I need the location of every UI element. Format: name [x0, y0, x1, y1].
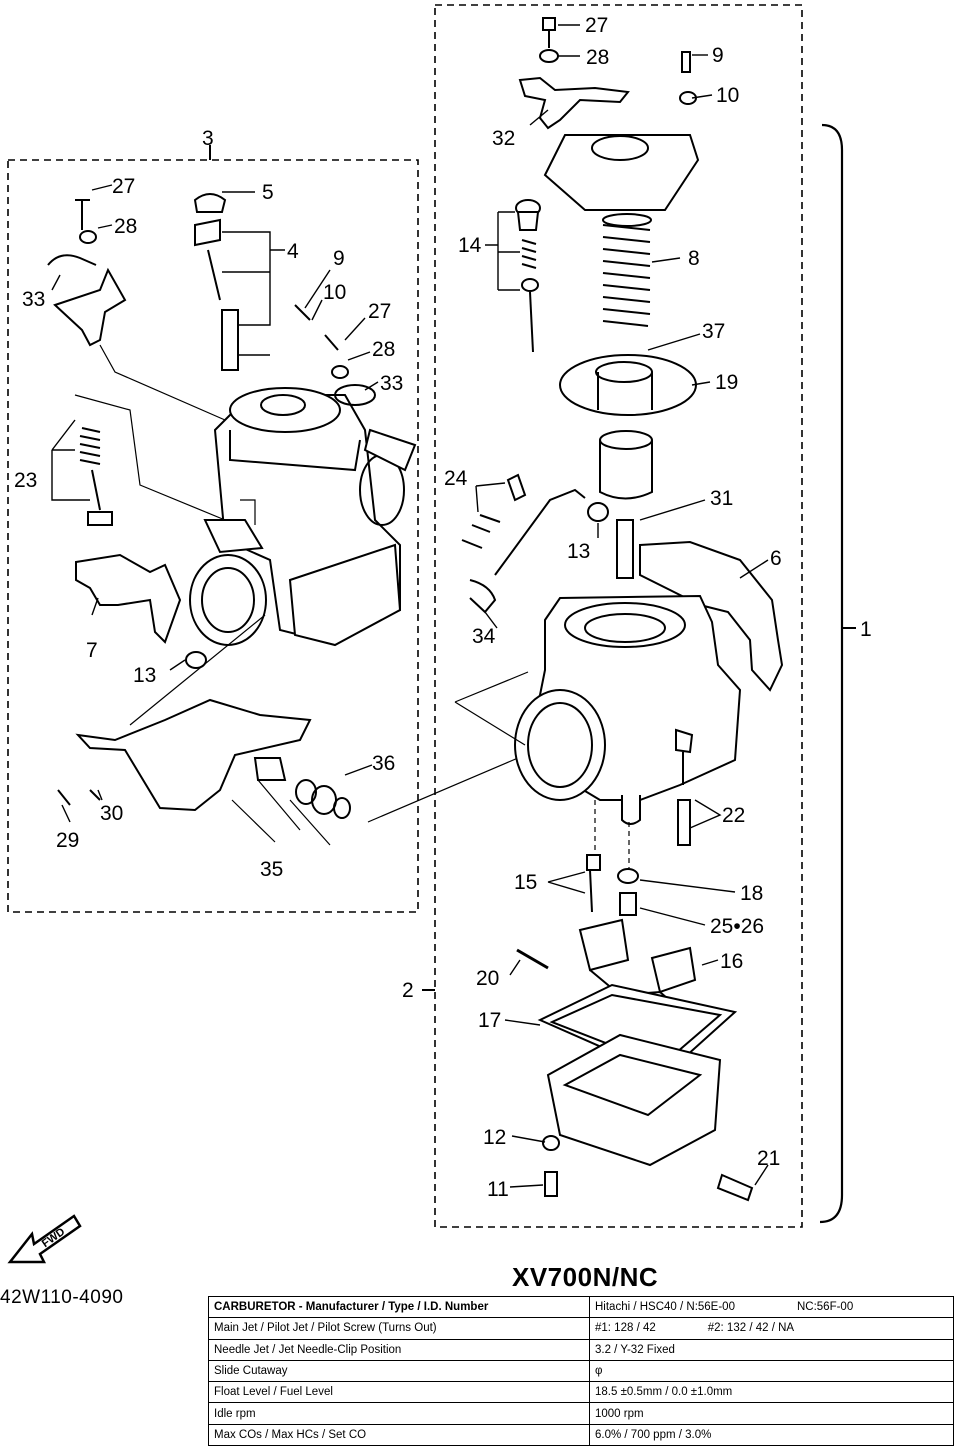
spec-label: Slide Cutaway [208, 1359, 590, 1383]
callout-leaders [51, 24, 769, 1188]
callout-18: 18 [740, 882, 763, 905]
spec-label: Main Jet / Pilot Jet / Pilot Screw (Turn… [208, 1317, 590, 1340]
spec-row: Slide Cutaway φ [208, 1359, 954, 1383]
callout-27-mid: 27 [368, 300, 391, 323]
callout-11: 11 [487, 1178, 509, 1201]
callout-4: 4 [287, 240, 299, 263]
callout-14: 14 [458, 234, 482, 257]
spec-row: Needle Jet / Jet Needle-Clip Position 3.… [208, 1338, 954, 1361]
callout-32: 32 [492, 127, 515, 150]
spec-label: Float Level / Fuel Level [208, 1381, 590, 1404]
callout-29: 29 [56, 829, 79, 852]
assembly-bracket-1 [819, 123, 844, 1224]
spec-row: CARBURETOR - Manufacturer / Type / I.D. … [208, 1295, 954, 1319]
spec-label: CARBURETOR - Manufacturer / Type / I.D. … [208, 1295, 590, 1319]
model-title: XV700N/NC [512, 1262, 659, 1292]
group-box-2 [434, 4, 803, 1228]
spec-row: Idle rpm 1000 rpm [208, 1402, 954, 1425]
callout-35: 35 [260, 858, 283, 881]
spec-label: Needle Jet / Jet Needle-Clip Position [208, 1338, 590, 1361]
callout-labels: 1 2 3 4 5 6 7 8 9 9 10 10 11 12 13 13 14… [14, 14, 872, 1201]
spec-value: 6.0% / 700 ppm / 3.0% [589, 1423, 954, 1447]
front-direction-arrow-icon: FWD [7, 1214, 82, 1264]
callout-33-right: 33 [380, 372, 403, 395]
callout-1: 1 [860, 618, 872, 641]
callout-17: 17 [478, 1009, 501, 1032]
callout-30: 30 [100, 802, 123, 825]
callout-15: 15 [514, 871, 537, 894]
callout-33-left: 33 [22, 288, 45, 311]
callout-2: 2 [402, 979, 414, 1002]
callout-25-26: 25•26 [710, 915, 764, 938]
callout-37: 37 [702, 320, 725, 343]
right-carburetor-exploded [454, 17, 784, 1202]
callout-7: 7 [86, 639, 98, 662]
spec-value: 18.5 ±0.5mm / 0.0 ±1.0mm [589, 1381, 954, 1404]
callout-5: 5 [262, 181, 274, 204]
callout-28-left: 28 [114, 215, 137, 238]
callout-8: 8 [688, 247, 700, 270]
exploded-carburetor-diagram: 1 2 3 4 5 6 7 8 9 9 10 10 11 12 13 13 14… [7, 4, 872, 1228]
spec-value: 3.2 / Y-32 Fixed [589, 1338, 954, 1361]
callout-6: 6 [770, 547, 782, 570]
callout-31: 31 [710, 487, 733, 510]
carburetor-spec-table: CARBURETOR - Manufacturer / Type / I.D. … [208, 1295, 954, 1447]
callout-12: 12 [483, 1126, 506, 1149]
callout-27-left: 27 [112, 175, 135, 198]
callout-9-left: 9 [333, 247, 345, 270]
callout-13-left: 13 [133, 664, 156, 687]
callout-13-right: 13 [567, 540, 590, 563]
callout-21: 21 [757, 1147, 780, 1170]
callout-3: 3 [202, 127, 214, 150]
part-code: 42W110-4090 [0, 1287, 124, 1308]
callout-28-top: 28 [586, 46, 609, 69]
spec-label: Max COs / Max HCs / Set CO [208, 1423, 590, 1447]
left-carburetor-assembly [47, 193, 526, 846]
spec-label: Idle rpm [208, 1402, 590, 1425]
spec-row: Main Jet / Pilot Jet / Pilot Screw (Turn… [208, 1317, 954, 1340]
callout-34: 34 [472, 625, 496, 648]
callout-10-right: 10 [716, 84, 739, 107]
callout-19: 19 [715, 371, 738, 394]
spec-row: Float Level / Fuel Level 18.5 ±0.5mm / 0… [208, 1381, 954, 1404]
spec-value: φ [589, 1359, 954, 1383]
callout-28-mid: 28 [372, 338, 395, 361]
callout-24: 24 [444, 467, 468, 490]
callout-27-top: 27 [585, 14, 608, 37]
callout-10-left: 10 [323, 281, 346, 304]
callout-36: 36 [372, 752, 395, 775]
spec-value: #1: 128 / 42#2: 132 / 42 / NA [589, 1317, 954, 1340]
callout-22: 22 [722, 804, 745, 827]
callout-23: 23 [14, 469, 37, 492]
spec-row: Max COs / Max HCs / Set CO 6.0% / 700 pp… [208, 1423, 954, 1447]
spec-value: 1000 rpm [589, 1402, 954, 1425]
callout-9-right: 9 [712, 44, 724, 67]
callout-16: 16 [720, 950, 743, 973]
group-box-3 [7, 159, 419, 913]
callout-20: 20 [476, 967, 499, 990]
